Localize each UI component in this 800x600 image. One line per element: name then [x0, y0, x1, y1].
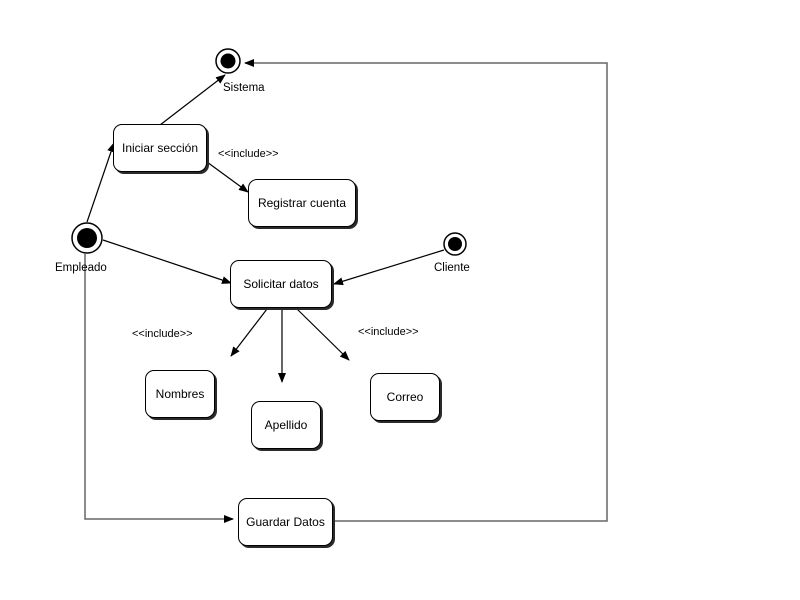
edge-solicitar-to-nombres	[230, 308, 268, 357]
include-label-right: <<include>>	[358, 326, 419, 338]
use-case-registrar-cuenta[interactable]: Registrar cuenta	[248, 179, 356, 227]
cliente-actor-icon[interactable]	[443, 232, 467, 256]
use-case-correo[interactable]: Correo	[370, 373, 440, 421]
sistema-label: Sistema	[223, 82, 265, 94]
edge-empleado-to-iniciar	[86, 142, 115, 223]
use-case-apellido-label: Apellido	[264, 418, 308, 432]
empleado-label: Empleado	[55, 262, 107, 274]
use-case-registrar-cuenta-label: Registrar cuenta	[257, 196, 347, 210]
use-case-solicitar-datos-label: Solicitar datos	[243, 277, 319, 291]
edge-cliente-to-solicitar	[333, 249, 445, 286]
include-label-left: <<include>>	[132, 328, 193, 340]
edge-empleado-to-guardar	[84, 254, 234, 523]
cliente-label: Cliente	[434, 262, 470, 274]
use-case-guardar-datos[interactable]: Guardar Datos	[238, 498, 333, 546]
use-case-correo-label: Correo	[386, 390, 424, 404]
use-case-nombres-label: Nombres	[155, 387, 205, 401]
use-case-solicitar-datos[interactable]: Solicitar datos	[230, 260, 332, 308]
use-case-guardar-datos-label: Guardar Datos	[246, 515, 325, 529]
empleado-actor-icon[interactable]	[71, 222, 103, 254]
edge-solicitar-to-correo	[296, 308, 350, 361]
use-case-nombres[interactable]: Nombres	[145, 370, 215, 418]
edge-iniciar-to-registrar	[206, 161, 249, 193]
use-case-apellido[interactable]: Apellido	[251, 401, 321, 449]
edge-guardar-to-sistema	[244, 59, 608, 522]
include-label-registrar: <<include>>	[218, 148, 279, 160]
edge-iniciar-to-sistema	[159, 74, 226, 126]
edge-empleado-to-solicitar	[102, 239, 232, 284]
use-case-iniciar-seccion[interactable]: Iniciar sección	[113, 124, 207, 172]
sistema-actor-icon[interactable]	[215, 48, 241, 74]
use-case-iniciar-seccion-label: Iniciar sección	[121, 141, 199, 155]
